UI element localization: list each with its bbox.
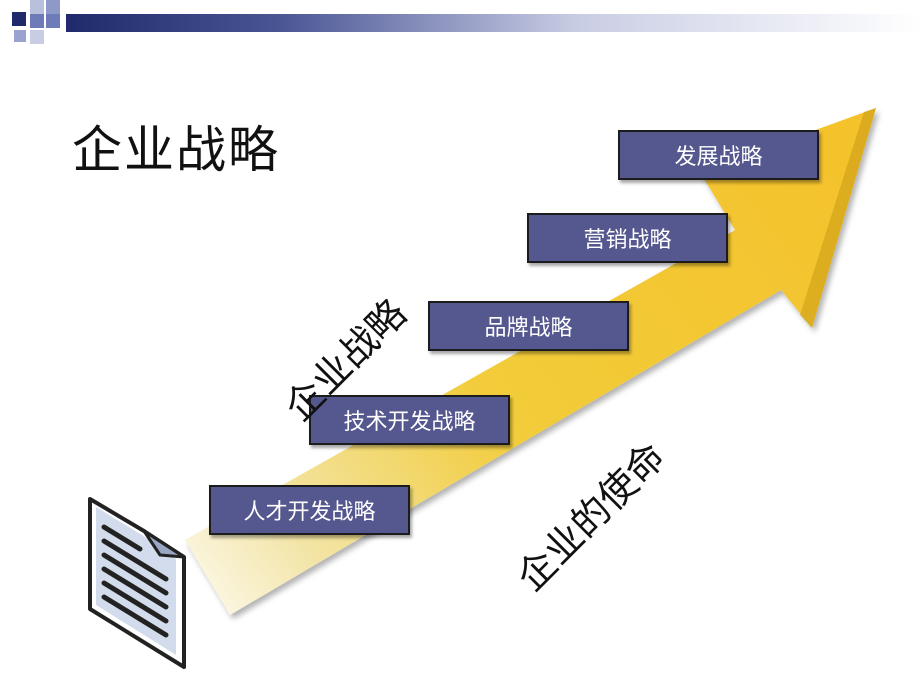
step-brand: 品牌战略 — [428, 301, 629, 351]
step-development: 发展战略 — [618, 130, 819, 180]
step-talent-development: 人才开发战略 — [209, 485, 410, 535]
step-marketing: 营销战略 — [527, 213, 728, 263]
header-squares-icon — [12, 0, 60, 44]
header-bar — [12, 0, 920, 44]
page-title: 企业战略 — [72, 121, 280, 179]
document-icon — [88, 497, 186, 669]
step-technology-development: 技术开发战略 — [309, 395, 510, 445]
